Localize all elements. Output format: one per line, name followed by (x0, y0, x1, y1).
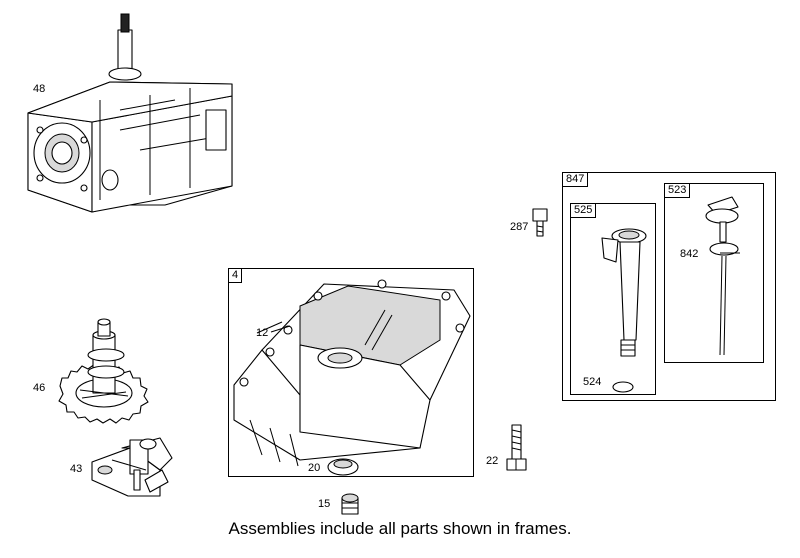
diagram-caption: Assemblies include all parts shown in fr… (228, 519, 572, 538)
drain-plug-drawing (341, 493, 359, 515)
leader-line-12 (270, 325, 291, 333)
lever-assembly-drawing (91, 437, 173, 497)
dipstick-tube-drawing (601, 228, 647, 357)
frame-tag-525: 525 (571, 204, 597, 218)
camshaft-gear-drawing (58, 318, 149, 424)
assembly-frame-4: 4 (228, 268, 474, 477)
bolt-drawing (506, 424, 527, 471)
crankcase-sump-drawing (233, 279, 471, 467)
assembly-frame-847: 847 (562, 172, 776, 401)
part-label-46: 46 (33, 382, 46, 394)
part-label-48: 48 (33, 83, 46, 95)
part-label-15: 15 (318, 498, 331, 510)
oil-seal-drawing (327, 458, 359, 476)
cylinder-block-drawing (27, 13, 233, 213)
dipstick-drawing (705, 196, 739, 356)
assembly-frame-523: 523 (664, 183, 764, 363)
small-bolt-drawing (532, 208, 548, 237)
part-label-842: 842 (680, 248, 699, 260)
part-label-12: 12 (256, 327, 269, 339)
o-ring-drawing (612, 381, 634, 393)
frame-tag-4: 4 (229, 269, 243, 283)
part-label-20: 20 (308, 462, 321, 474)
frame-tag-523: 523 (665, 184, 691, 198)
frame-tag-847: 847 (563, 173, 589, 187)
part-label-43: 43 (70, 463, 83, 475)
assembly-frame-525: 525 (570, 203, 656, 395)
part-label-287: 287 (510, 221, 529, 233)
part-label-22: 22 (486, 455, 499, 467)
part-label-524: 524 (583, 376, 602, 388)
